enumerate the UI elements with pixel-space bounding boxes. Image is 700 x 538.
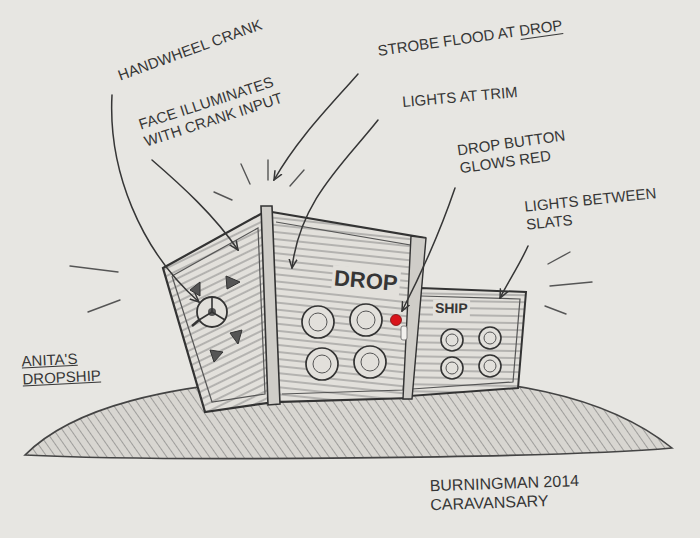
panel-face — [163, 211, 274, 412]
corner-post — [403, 236, 426, 399]
panel-face — [410, 288, 526, 396]
middle-panel — [266, 211, 426, 402]
callout-label: FACE ILLUMINATES WITH CRANK INPUT — [136, 65, 304, 150]
slat-light — [479, 355, 501, 377]
callout-label: HANDWHEEL CRANK — [116, 16, 265, 85]
panel-light-ring — [313, 355, 331, 373]
panel-light — [306, 348, 338, 380]
panel-face — [266, 211, 425, 402]
pull-tag — [401, 326, 407, 340]
light-ray — [88, 300, 120, 312]
panel-light — [302, 306, 334, 338]
leader-line — [500, 246, 528, 298]
callout-label: DROP BUTTON GLOWS RED — [456, 123, 595, 177]
panel-lettering: SHIP — [433, 299, 470, 316]
sketch-note: BURNINGMAN 2014 CARAVANSARY — [429, 470, 615, 515]
panel-light-ring — [309, 313, 327, 331]
panel-lettering: DROP — [331, 265, 401, 297]
panel-trim — [412, 296, 520, 389]
handwheel-spoke — [212, 312, 225, 320]
peak-post — [261, 206, 280, 405]
handwheel — [197, 297, 227, 327]
leader-line — [274, 74, 358, 180]
direction-arrow — [226, 276, 240, 289]
leader-line — [402, 188, 455, 311]
slat-light — [441, 329, 463, 351]
leader-line — [152, 160, 238, 250]
callout-label: LIGHTS BETWEEN SLATS — [524, 182, 677, 233]
panel-light-ring — [361, 353, 379, 371]
light-ray — [70, 266, 118, 272]
right-panel — [410, 288, 526, 396]
slat-light — [441, 357, 463, 379]
direction-arrow — [190, 282, 200, 296]
word-underline — [520, 33, 563, 40]
slat-light-ring — [446, 334, 458, 346]
callout-label: LIGHTS AT TRIM — [401, 83, 518, 111]
light-ray — [290, 170, 304, 186]
leader-line — [292, 120, 378, 268]
panel-trim — [276, 222, 416, 394]
drop-button — [391, 315, 402, 326]
left-panel — [163, 211, 274, 412]
panel-light — [354, 346, 386, 378]
callout-label: STROBE FLOOD AT DROP — [377, 16, 564, 60]
panel-light-ring — [357, 311, 375, 329]
panel-slats — [163, 211, 274, 412]
light-ray — [241, 164, 250, 184]
handwheel-spoke — [199, 312, 212, 320]
slat-light-ring — [446, 362, 458, 374]
handwheel-spoke — [211, 297, 213, 312]
panel-slats — [410, 288, 526, 396]
panel-slats — [266, 211, 425, 402]
direction-arrow — [210, 350, 223, 362]
panel-trim — [172, 228, 265, 402]
slat-light-ring — [484, 332, 496, 344]
slat-light-ring — [484, 360, 496, 372]
light-ray — [545, 306, 566, 314]
crank-handle — [192, 320, 199, 326]
light-ray — [548, 252, 570, 264]
direction-arrow — [230, 330, 242, 344]
sketch-title: ANITA'S DROPSHIP — [21, 347, 123, 388]
slat-light — [479, 327, 501, 349]
light-ray — [267, 160, 268, 180]
panel-light — [350, 304, 382, 336]
light-ray — [214, 192, 232, 200]
light-ray — [550, 282, 592, 286]
